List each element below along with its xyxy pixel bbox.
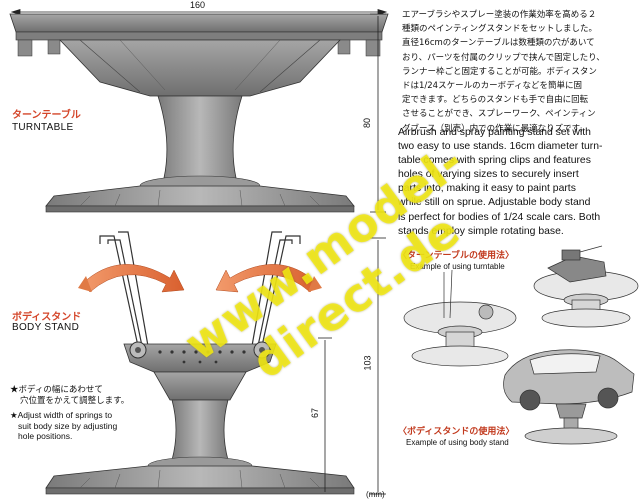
usage-body-stand-label-en: Example of using body stand xyxy=(406,438,509,447)
description-en: Airbrush and spray painting stand set wi… xyxy=(398,127,603,237)
unit-label: (mm) xyxy=(366,490,385,499)
description-jp: エアーブラシやスプレー塗装の作業効率を高める２ 種類のペインティングスタンドをセ… xyxy=(402,10,605,134)
arm-height-label: 67 xyxy=(310,407,321,419)
body-stand-usage-illustration xyxy=(503,349,635,445)
body-stand-label-jp: ボディスタンド xyxy=(12,312,82,323)
body-stand-label-en: BODY STAND xyxy=(12,322,80,333)
usage-body-stand-label-jp: 〈ボディスタンドの使用法〉 xyxy=(398,427,515,437)
width-label: 160 xyxy=(190,0,206,10)
turntable-drawing xyxy=(9,13,389,213)
turntable-height-dimension xyxy=(370,13,386,213)
stand-height-dimension xyxy=(318,237,386,495)
turntable-label-en: TURNTABLE xyxy=(12,122,74,133)
usage-turntable-label-en: Example of using turntable xyxy=(410,262,505,271)
width-dimension xyxy=(10,8,388,16)
body-stand-note-jp: ★ボディの幅にあわせて 穴位置をかえて調整します。 xyxy=(10,384,130,405)
usage-turntable-label-jp: 〈ターンテーブルの使用法〉 xyxy=(398,251,515,261)
stand-height-label: 103 xyxy=(362,355,373,371)
body-stand-note-en: ★Adjust width of springs to suit body si… xyxy=(10,410,118,441)
body-stand-drawing xyxy=(45,231,355,495)
turntable-usage-illustration xyxy=(403,245,639,367)
turntable-height-label: 80 xyxy=(362,117,373,129)
turntable-label-jp: ターンテーブル xyxy=(12,110,81,121)
